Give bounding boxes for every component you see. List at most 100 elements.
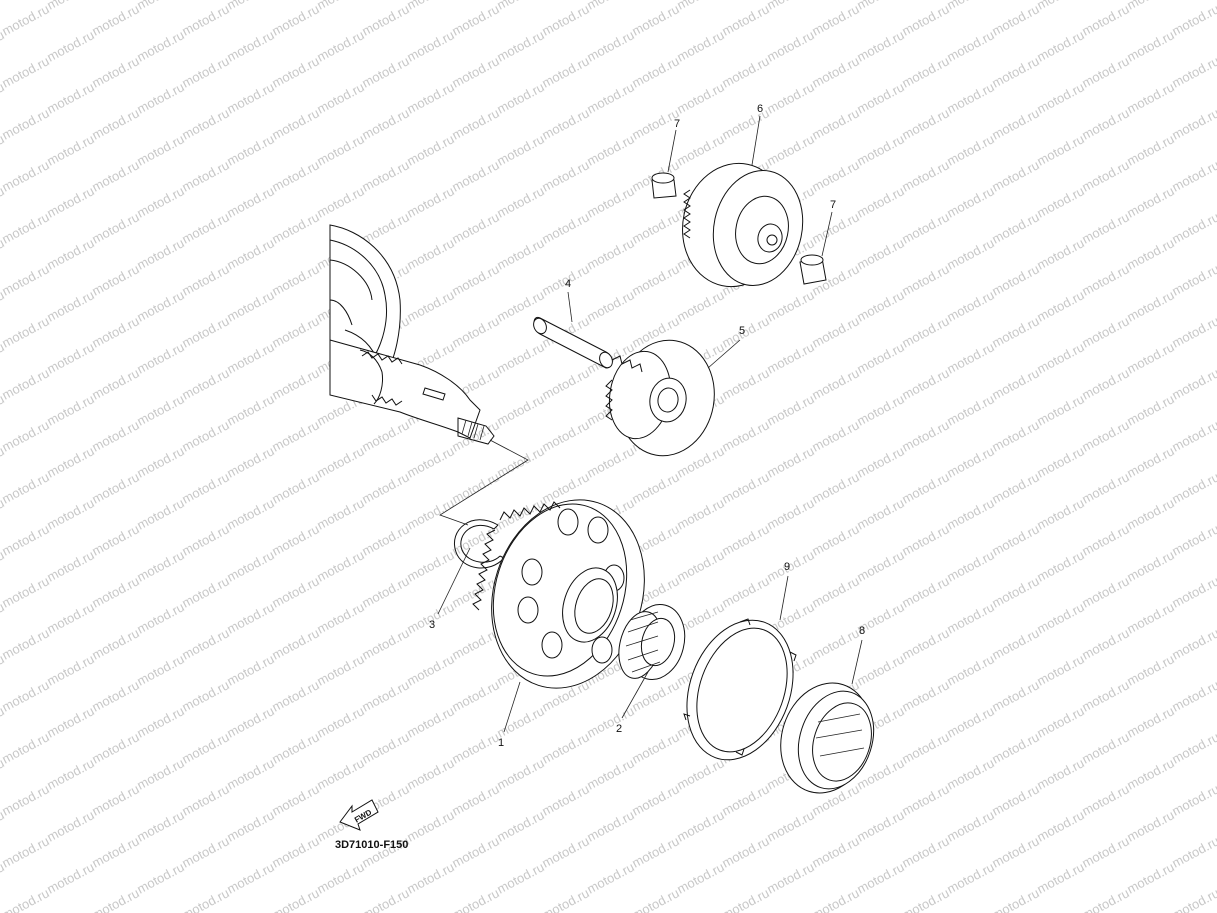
watermark-text: motod.ru: [944, 703, 996, 740]
watermark-text: motod.ru: [989, 833, 1041, 870]
watermark-text: motod.ru: [89, 1, 141, 38]
watermark-text: motod.ru: [989, 365, 1041, 402]
watermark-text: motod.ru: [179, 469, 231, 506]
watermark-text: motod.ru: [224, 547, 276, 584]
watermark-text: motod.ru: [224, 339, 276, 376]
label-part-9: 9: [784, 561, 790, 573]
watermark-text: motod.ru: [989, 469, 1041, 506]
watermark-text: motod.ru: [1034, 183, 1086, 220]
watermark-text: motod.ru: [269, 573, 321, 610]
watermark-text: motod.ru: [44, 859, 96, 896]
watermark-text: motod.ru: [764, 0, 816, 13]
watermark-text: motod.ru: [1079, 209, 1131, 246]
watermark-text: motod.ru: [854, 235, 906, 272]
watermark-text: motod.ru: [449, 677, 501, 714]
watermark-text: motod.ru: [134, 79, 186, 116]
watermark-text: motod.ru: [314, 599, 366, 636]
watermark-text: motod.ru: [629, 729, 681, 766]
watermark-text: motod.ru: [0, 0, 7, 13]
watermark-text: motod.ru: [359, 53, 411, 90]
watermark-text: motod.ru: [224, 235, 276, 272]
watermark-text: motod.ru: [134, 287, 186, 324]
part-4-shaft: [533, 316, 613, 369]
watermark-text: motod.ru: [359, 1, 411, 38]
watermark-text: motod.ru: [674, 0, 726, 13]
watermark-text: motod.ru: [1124, 391, 1176, 428]
watermark-text: motod.ru: [584, 0, 636, 13]
watermark-text: motod.ru: [89, 209, 141, 246]
watermark-text: motod.ru: [134, 755, 186, 792]
watermark-text: motod.ru: [1034, 339, 1086, 376]
watermark-text: motod.ru: [719, 365, 771, 402]
watermark-text: motod.ru: [449, 105, 501, 142]
watermark-text: motod.ru: [269, 261, 321, 298]
watermark-text: motod.ru: [1079, 677, 1131, 714]
watermark-text: motod.ru: [899, 105, 951, 142]
label-part-1: 1: [498, 737, 504, 749]
watermark-text: motod.ru: [674, 131, 726, 168]
watermark-text: motod.ru: [899, 417, 951, 454]
watermark-text: motod.ru: [0, 729, 52, 766]
watermark-text: motod.ru: [899, 729, 951, 766]
watermark-text: motod.ru: [989, 417, 1041, 454]
watermark-text: motod.ru: [809, 469, 861, 506]
watermark-text: motod.ru: [44, 131, 96, 168]
watermark-text: motod.ru: [179, 625, 231, 662]
watermark-text: motod.ru: [1034, 703, 1086, 740]
watermark-text: motod.ru: [404, 27, 456, 64]
watermark-text: motod.ru: [944, 0, 996, 13]
watermark-text: motod.ru: [629, 209, 681, 246]
watermark-text: motod.ru: [674, 859, 726, 896]
watermark-text: motod.ru: [359, 157, 411, 194]
watermark-text: motod.ru: [89, 677, 141, 714]
watermark-text: motod.ru: [944, 27, 996, 64]
watermark-text: motod.ru: [1169, 781, 1217, 818]
watermark-text: motod.ru: [944, 131, 996, 168]
watermark-text: motod.ru: [719, 573, 771, 610]
watermark-text: motod.ru: [179, 261, 231, 298]
watermark-text: motod.ru: [989, 521, 1041, 558]
watermark-text: motod.ru: [269, 677, 321, 714]
watermark-text: motod.ru: [539, 885, 591, 913]
watermark-text: motod.ru: [719, 1, 771, 38]
watermark-text: motod.ru: [224, 495, 276, 532]
watermark-text: motod.ru: [854, 131, 906, 168]
watermark-text: motod.ru: [224, 651, 276, 688]
watermark-text: motod.ru: [0, 209, 52, 246]
watermark-text: motod.ru: [764, 131, 816, 168]
watermark-text: motod.ru: [1079, 833, 1131, 870]
watermark-text: motod.ru: [854, 79, 906, 116]
watermark-text: motod.ru: [449, 781, 501, 818]
watermark-text: motod.ru: [1124, 443, 1176, 480]
watermark-text: motod.ru: [89, 417, 141, 454]
watermark-text: motod.ru: [1124, 183, 1176, 220]
watermark-text: motod.ru: [1124, 287, 1176, 324]
watermark-text: motod.ru: [494, 235, 546, 272]
watermark-text: motod.ru: [1169, 625, 1217, 662]
label-part-7-upper: 7: [674, 118, 680, 130]
watermark-text: motod.ru: [764, 807, 816, 844]
watermark-text: motod.ru: [179, 209, 231, 246]
watermark-text: motod.ru: [854, 807, 906, 844]
watermark-text: motod.ru: [809, 209, 861, 246]
crankshaft-illustration: [329, 224, 529, 526]
watermark-text: motod.ru: [0, 625, 52, 662]
watermark-text: motod.ru: [44, 807, 96, 844]
watermark-text: motod.ru: [89, 469, 141, 506]
watermark-text: motod.ru: [224, 27, 276, 64]
watermark-text: motod.ru: [584, 79, 636, 116]
watermark-text: motod.ru: [224, 859, 276, 896]
watermark-text: motod.ru: [359, 573, 411, 610]
watermark-text: motod.ru: [44, 547, 96, 584]
watermark-text: motod.ru: [584, 443, 636, 480]
watermark-text: motod.ru: [314, 703, 366, 740]
watermark-text: motod.ru: [944, 391, 996, 428]
watermark-text: motod.ru: [449, 157, 501, 194]
watermark-text: motod.ru: [1079, 261, 1131, 298]
watermark-text: motod.ru: [1124, 27, 1176, 64]
watermark-text: motod.ru: [89, 521, 141, 558]
watermark-text: motod.ru: [224, 703, 276, 740]
watermark-text: motod.ru: [0, 1, 52, 38]
watermark-text: motod.ru: [89, 781, 141, 818]
watermark-text: motod.ru: [674, 79, 726, 116]
